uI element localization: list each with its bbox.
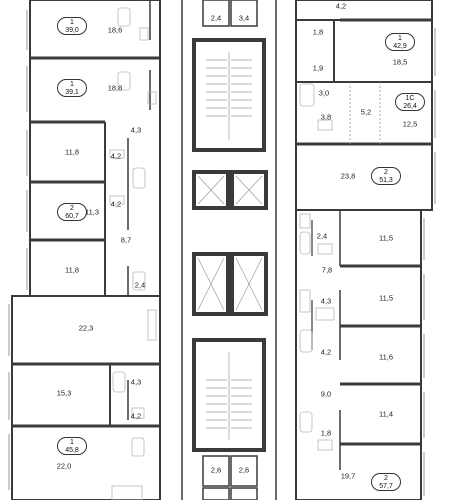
right-wing-dashed (349, 82, 381, 144)
elevator-cars (197, 175, 263, 311)
right-wing-fixtures (299, 83, 335, 451)
central-core (181, 0, 277, 500)
right-wing (295, 0, 433, 500)
left-wing-fixtures (109, 7, 157, 500)
stair-flights (206, 52, 252, 440)
left-wing-windows (8, 10, 28, 490)
left-wing (11, 0, 161, 500)
right-wing-windows (423, 28, 436, 496)
